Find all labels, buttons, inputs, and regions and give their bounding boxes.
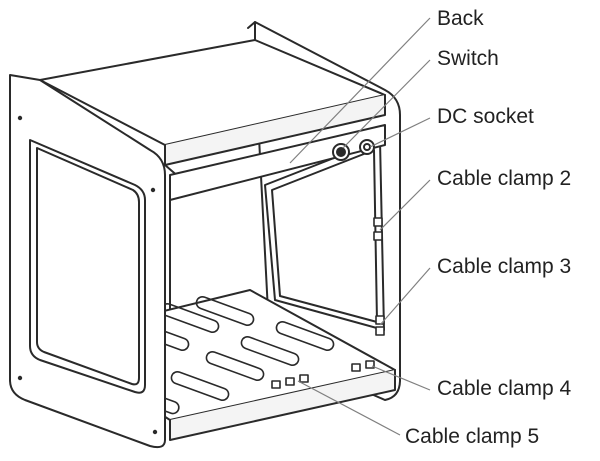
left-side-panel [9,74,166,449]
label-dc-socket: DC socket [437,105,534,128]
label-cable-clamp-2: Cable clamp 2 [437,167,572,190]
cable-clamp-4 [351,360,375,372]
label-cable-clamp-4: Cable clamp 4 [437,377,572,400]
leader-back [289,17,431,164]
switch-knob [332,143,350,161]
label-switch: Switch [437,47,499,70]
leader-cable-clamp-5 [297,380,401,436]
dc-socket [359,139,375,155]
label-cable-clamp-5: Cable clamp 5 [405,425,540,448]
leader-cable-clamp-2 [379,179,431,231]
leader-cable-clamp-4 [371,365,431,391]
label-cable-clamp-3: Cable clamp 3 [437,255,572,278]
leader-dc-socket [369,117,431,148]
label-back: Back [437,7,484,30]
cable-clamp-2 [373,217,383,241]
leader-switch [342,59,431,149]
cable-clamp-5 [271,374,309,389]
leader-cable-clamp-3 [379,267,431,326]
leader-lines [289,17,431,436]
